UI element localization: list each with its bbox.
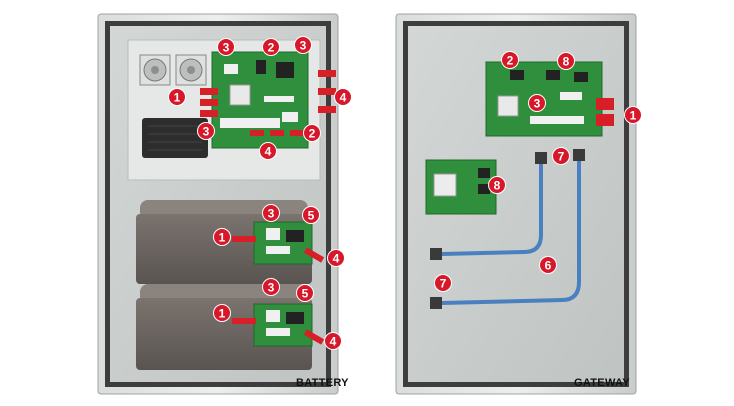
callout-badge: 1 (213, 304, 231, 322)
callout-badge: 3 (262, 204, 280, 222)
callout-badge: 2 (262, 38, 280, 56)
callout-badge: 3 (197, 122, 215, 140)
power-supply (142, 118, 208, 158)
cooling-fan (139, 54, 171, 86)
callout-badge-number: 4 (265, 145, 272, 159)
cooling-fan (175, 54, 207, 86)
callout-badge-number: 8 (563, 55, 570, 69)
red-connector (318, 70, 336, 113)
red-connector (232, 318, 256, 324)
blue-ethernet-cable (430, 149, 585, 309)
callout-badge-number: 5 (308, 209, 315, 223)
callout-badge: 4 (324, 332, 342, 350)
callout-badge: 1 (168, 88, 186, 106)
callout-badge-number: 3 (223, 41, 230, 55)
callout-badge-number: 7 (558, 150, 565, 164)
red-connector (303, 329, 325, 345)
callout-badge-number: 3 (268, 207, 275, 221)
red-connector (303, 247, 325, 263)
callout-badge-number: 5 (302, 287, 309, 301)
callout-badge: 7 (434, 274, 452, 292)
callout-badge: 4 (334, 88, 352, 106)
callout-badges: 3 2 3 1 4 3 4 2 3 5 1 4 3 5 1 4 2 8 3 1 8 7 7 6 (168, 36, 642, 350)
callout-badge-number: 1 (219, 231, 226, 245)
callout-badge: 3 (528, 94, 546, 112)
callout-badge-number: 3 (300, 39, 307, 53)
battery-module-bottom (136, 284, 325, 370)
callout-badge: 8 (488, 176, 506, 194)
callout-badge: 1 (213, 228, 231, 246)
callout-badge-number: 3 (268, 281, 275, 295)
callout-badge: 1 (624, 106, 642, 124)
battery-cabinet (97, 13, 339, 395)
callout-badge: 3 (294, 36, 312, 54)
callout-badge: 4 (327, 249, 345, 267)
red-connector (250, 130, 304, 136)
callout-badge-number: 2 (507, 54, 514, 68)
callout-badge-number: 1 (174, 91, 181, 105)
blue-ethernet-cable (430, 152, 547, 260)
callout-badge: 7 (552, 147, 570, 165)
callout-badge-number: 8 (494, 179, 501, 193)
battery-module-top (136, 200, 325, 284)
callout-badge-number: 1 (630, 109, 637, 123)
callout-badge-number: 2 (309, 127, 316, 141)
gateway-caption: GATEWAY (574, 377, 630, 389)
callout-badge: 4 (259, 142, 277, 160)
red-connector (232, 236, 256, 242)
callout-badge: 3 (262, 278, 280, 296)
callout-badge-number: 4 (340, 91, 347, 105)
callout-badge-number: 4 (330, 335, 337, 349)
callout-badge: 2 (303, 124, 321, 142)
callout-badge-number: 3 (534, 97, 541, 111)
battery-caption: BATTERY (296, 377, 349, 389)
callout-badge: 5 (302, 206, 320, 224)
callout-badge-number: 1 (219, 307, 226, 321)
callout-badge-number: 7 (440, 277, 447, 291)
red-connector (596, 98, 614, 126)
battery-module-pcb (253, 303, 313, 347)
battery-module-pcb (253, 221, 313, 265)
callout-badge: 8 (557, 52, 575, 70)
callout-badge-number: 6 (545, 259, 552, 273)
callout-badge: 3 (217, 38, 235, 56)
callout-badge-number: 3 (203, 125, 210, 139)
callout-badge: 5 (296, 284, 314, 302)
callout-badge-number: 2 (268, 41, 275, 55)
callout-badge: 6 (539, 256, 557, 274)
callout-badge-number: 4 (333, 252, 340, 266)
red-connector (200, 88, 218, 117)
callout-badge: 2 (501, 51, 519, 69)
gateway-secondary-pcb (425, 159, 497, 215)
gateway-cabinet (395, 13, 637, 395)
